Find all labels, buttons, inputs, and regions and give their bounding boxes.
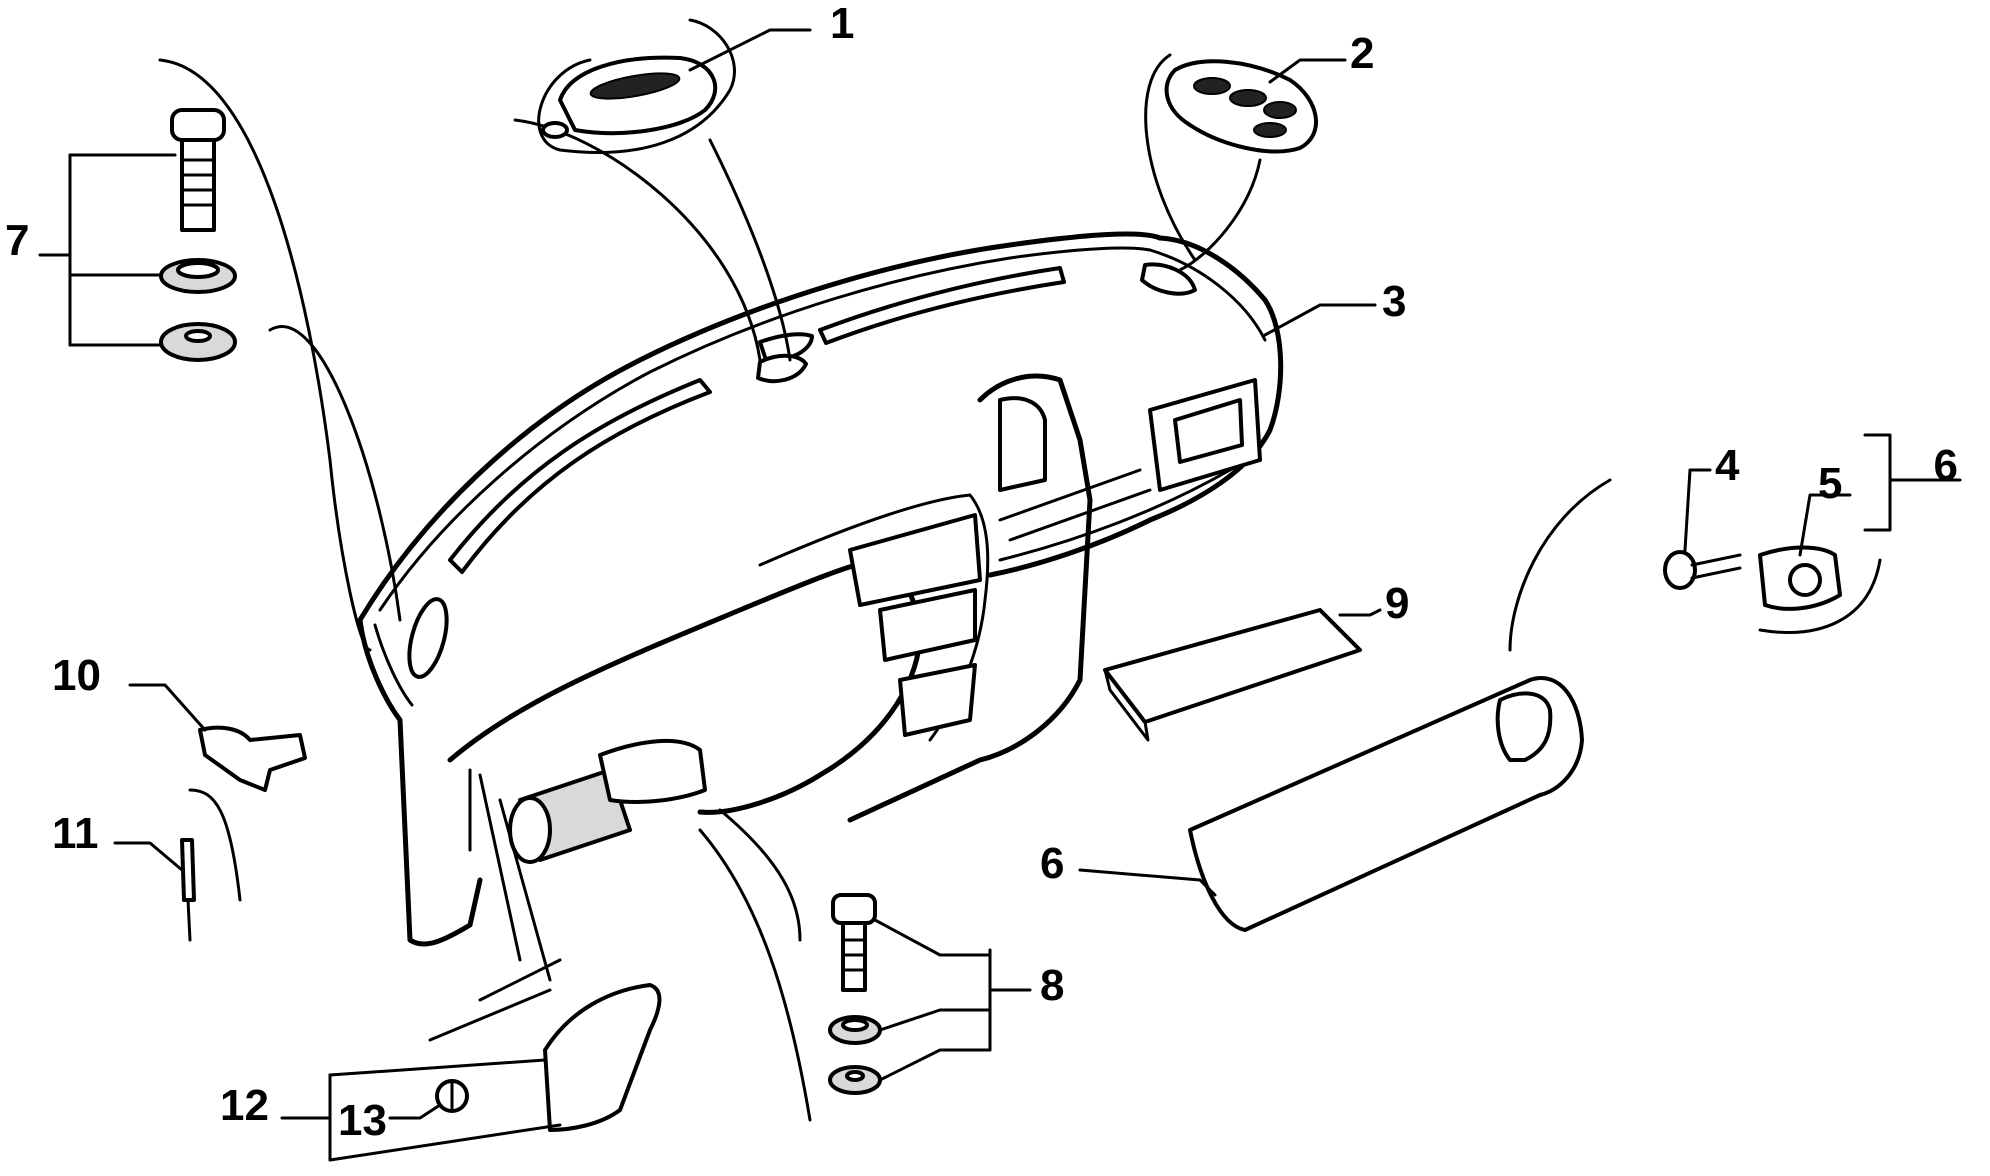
callout-12: 12: [220, 1081, 269, 1130]
part-8-fastener-set: [698, 808, 882, 1122]
part-11-pin: [180, 838, 196, 942]
detail-bubble-1: [537, 18, 736, 154]
leader-lines: [38, 28, 1962, 1162]
callout-1: 1: [830, 0, 854, 48]
callout-3: 3: [1382, 277, 1406, 326]
part-2-switch-panel: [1164, 59, 1318, 154]
callout-2: 2: [1350, 29, 1374, 78]
callout-6-bracket: 6: [1934, 441, 1958, 490]
part-13-nut: [435, 1079, 469, 1113]
callout-6-lid: 6: [1040, 839, 1064, 888]
part-9-panel-pad: [1103, 608, 1362, 742]
dashboard-panel: [357, 231, 1284, 982]
part-12-side-cover: [428, 958, 662, 1132]
callout-8: 8: [1040, 961, 1064, 1010]
callout-5: 5: [1818, 459, 1842, 508]
callout-7: 7: [5, 216, 29, 265]
part-4-5-screw-bracket: [1508, 478, 1882, 652]
part-10-clip: [188, 725, 307, 902]
callout-4: 4: [1715, 441, 1740, 490]
callout-13: 13: [338, 1096, 387, 1145]
callout-9: 9: [1385, 579, 1409, 628]
part-6-glovebox-lid: [1188, 676, 1584, 932]
callout-11: 11: [52, 809, 99, 858]
part-1-vent-cover: [541, 55, 718, 139]
callout-10: 10: [52, 651, 101, 700]
part-7-fastener-set: [158, 58, 402, 652]
